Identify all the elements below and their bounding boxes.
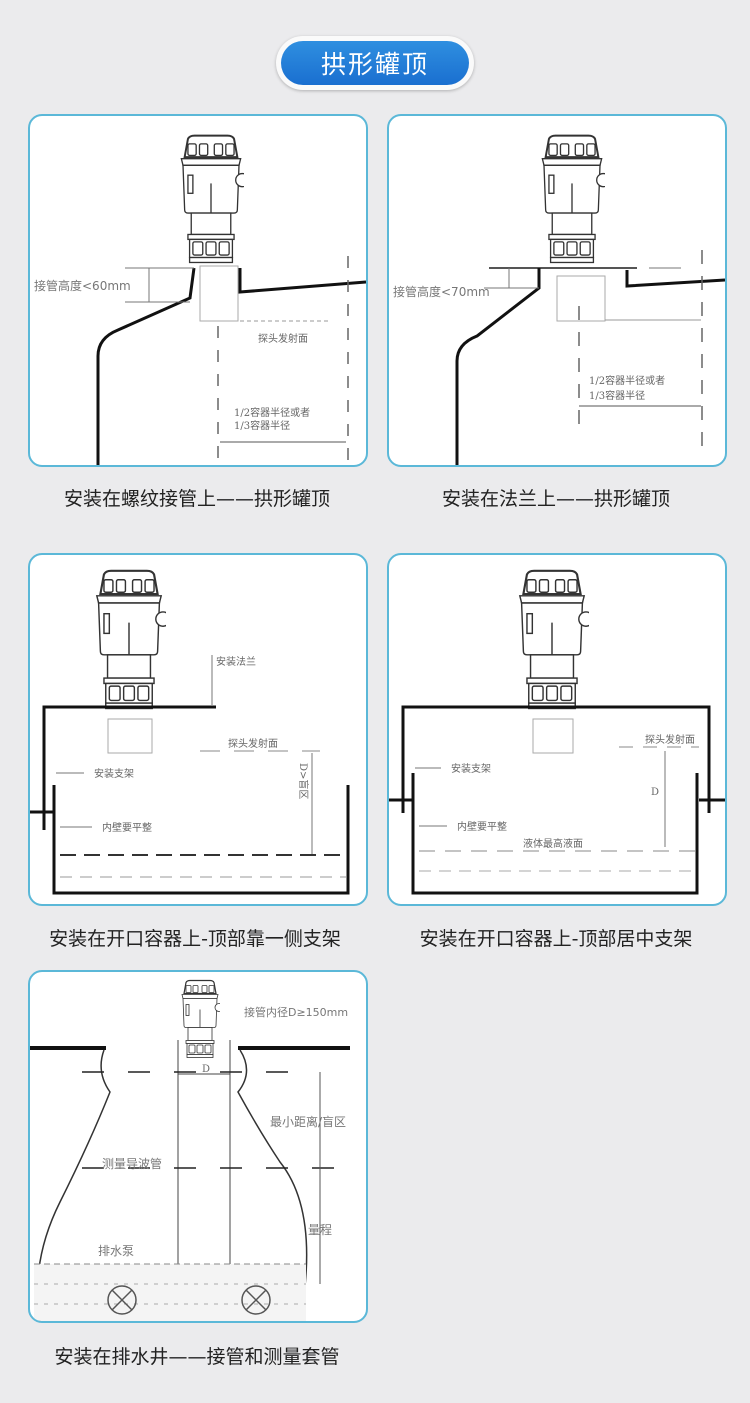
diagram-card-drain-well: D 接管内径D≥150mm 最小距离/盲区 测量导波管 量程 排水泵 [28,970,368,1323]
radius-label-1: 1/2容器半径或者 [234,406,310,419]
diagram-card-center-bracket: 探头发射面 安装支架 内壁要平整 D 液体最高液面 [387,553,727,906]
blind-zone-label: D>盲区 [297,763,310,799]
emit-face-label: 探头发射面 [228,737,278,750]
drain-well-diagram: D 接管内径D≥150mm 最小距离/盲区 测量导波管 量程 排水泵 [30,979,350,1321]
pipe-height-label: 接管高度<60mm [34,278,131,293]
max-level-label: 液体最高液面 [523,837,583,850]
wall-label: 内壁要平整 [102,821,152,834]
sensor-icon [541,134,605,264]
sensor-icon [95,569,166,710]
radius-label-1: 1/2容器半径或者 [589,374,665,387]
sensor-icon [180,134,244,264]
diagram-card-side-bracket: 安装法兰 探头发射面 安装支架 内壁要平整 D>盲区 [28,553,368,906]
guide-pipe-label: 测量导波管 [102,1156,162,1171]
sensor-icon [518,569,589,710]
section-header-badge: 拱形罐顶 [276,36,474,90]
caption-drain-well: 安装在排水井——接管和测量套管 [54,1346,340,1368]
blind-zone-label: 最小距离/盲区 [270,1114,346,1129]
radius-label-2: 1/3容器半径 [234,419,290,432]
pump-valve-icon [107,1285,271,1315]
caption-side-bracket: 安装在开口容器上-顶部靠一侧支架 [49,928,341,950]
emit-face-label: 探头发射面 [258,332,308,345]
d-label: D [202,1064,210,1075]
diagram-card-flange: 接管高度<70mm 1/2容器半径或者 1/3容器半径 [387,114,727,467]
bracket-label: 安装支架 [94,767,134,780]
sensor-icon [181,979,220,1059]
pipe-diameter-label: 接管内径D≥150mm [244,1005,348,1019]
caption-flange: 安装在法兰上——拱形罐顶 [441,488,670,510]
threaded-pipe-diagram: 接管高度<60mm 探头发射面 1/2容器半径或者 1/3容器半径 [34,134,366,465]
center-bracket-diagram: 探头发射面 安装支架 内壁要平整 D 液体最高液面 [389,569,725,895]
diagram-card-threaded-pipe: 接管高度<60mm 探头发射面 1/2容器半径或者 1/3容器半径 [28,114,368,467]
range-label: 量程 [308,1222,332,1237]
section-title: 拱形罐顶 [281,41,469,85]
flange-label: 安装法兰 [216,655,256,668]
emit-face-label: 探头发射面 [645,733,695,746]
wall-label: 内壁要平整 [457,820,507,833]
flange-diagram: 接管高度<70mm 1/2容器半径或者 1/3容器半径 [393,134,725,465]
pipe-height-label: 接管高度<70mm [393,284,490,299]
bracket-label: 安装支架 [451,762,491,775]
caption-threaded-pipe: 安装在螺纹接管上——拱形罐顶 [63,488,330,510]
side-bracket-diagram: 安装法兰 探头发射面 安装支架 内壁要平整 D>盲区 [30,569,350,895]
pump-label: 排水泵 [98,1244,134,1258]
radius-label-2: 1/3容器半径 [589,389,645,402]
d-label: D [651,787,659,798]
caption-center-bracket: 安装在开口容器上-顶部居中支架 [419,928,693,950]
